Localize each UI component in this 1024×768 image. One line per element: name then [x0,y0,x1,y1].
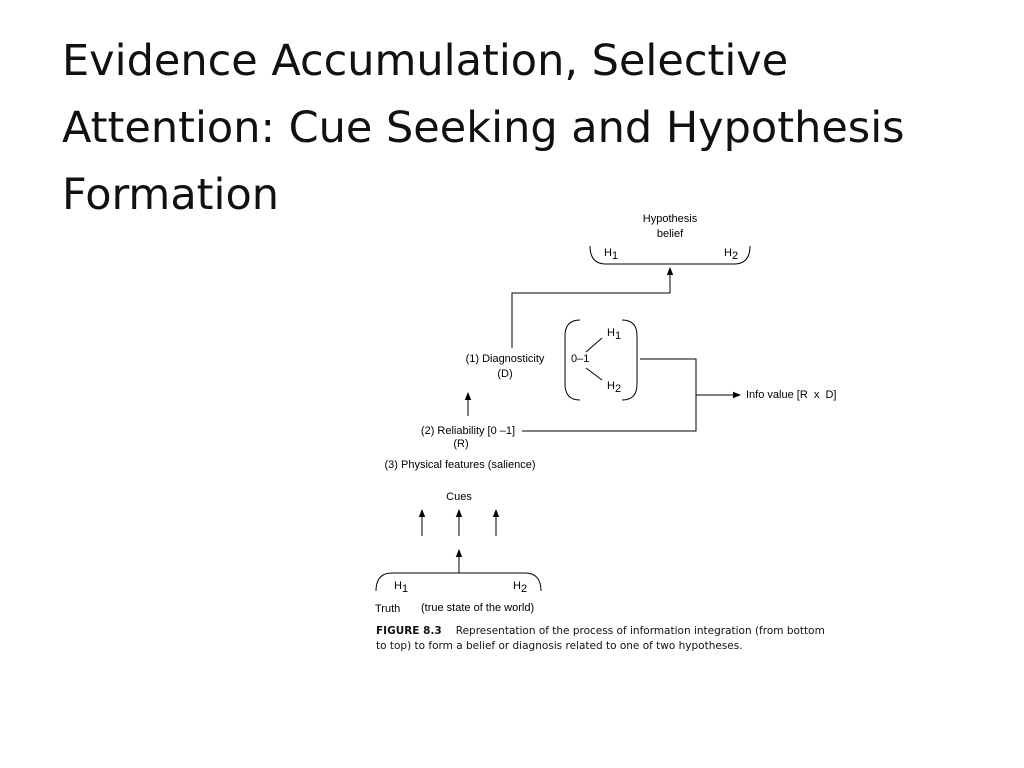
hypothesis-belief-bracket [589,245,751,265]
physical-features-label: (3) Physical features (salience) [384,459,535,471]
slide-title-line: Attention: Cue Seeking and Hypothesis [62,103,905,153]
truth-h2-label: H2 [513,580,527,595]
hypothesis-belief-label: belief [657,228,684,240]
diagnosticity-to-belief-arrow [511,267,674,348]
fork-line-lower [585,367,603,381]
slide-title: Evidence Accumulation, Selective Attenti… [62,28,1002,229]
belief-h1-label: H1 [604,247,618,262]
belief-h2-label: H2 [724,247,738,262]
diagnosticity-range-label: 0–1 [571,353,589,365]
slide-title-line: Formation [62,170,280,220]
fork-h1-label: H1 [607,327,621,342]
reliability-label: (R) [453,438,468,450]
reliability-label: (2) Reliability [0 –1] [421,425,515,437]
figure-caption-text: Representation of the process of informa… [376,625,825,652]
truth-description: (true state of the world) [421,602,534,614]
diagnosticity-to-info-line [522,358,697,432]
diagnosticity-bracket-left [564,319,581,401]
truth-bracket [375,572,542,592]
figure-caption-label: FIGURE 8.3 [376,625,442,637]
info-value-label: Info value [R x D] [746,389,836,401]
diagnosticity-label: (1) Diagnosticity [466,353,545,365]
hypothesis-belief-label: Hypothesis [643,213,698,225]
fork-line-upper [585,337,603,353]
slide-title-line: Evidence Accumulation, Selective [62,36,789,86]
diagnosticity-bracket-right [621,319,638,401]
fork-h2-label: H2 [607,380,621,395]
diagnosticity-label: (D) [497,368,512,380]
truth-h1-label: H1 [394,580,408,595]
truth-label: Truth [375,603,400,615]
cues-label: Cues [446,491,472,503]
